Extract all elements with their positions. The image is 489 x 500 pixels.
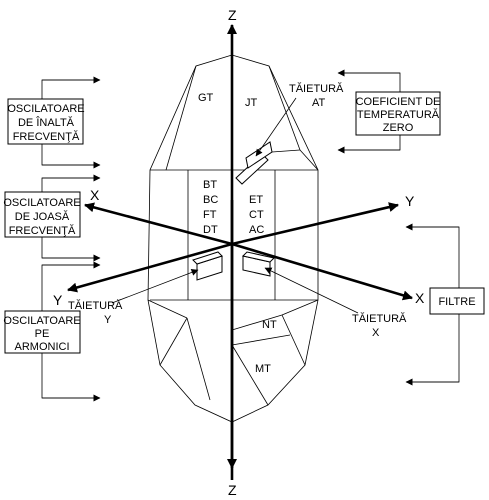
y-cut-title-label: TĂIETURĂ [68,299,123,312]
filters-box [429,287,485,315]
x-axis-right [231,242,413,301]
at-label: AT [312,97,326,109]
bc-label: BC [203,194,218,206]
harmonic-line3: ARMONICI [15,341,70,353]
temp-coef-box [355,91,441,136]
x-cut-label: X [372,327,380,339]
low-freq-line2: DE JOASĂ [15,210,70,223]
x-cut-plate [242,251,275,277]
x-cut-title-label: TĂIETURĂ [352,312,407,325]
high-freq-line1: OSCILATOARE [7,103,84,115]
mt-label: MT [255,363,271,375]
z-top-label: Z [228,7,237,23]
high-freq-line3: FRECVENŢĂ [13,130,80,143]
nt-label: NT [262,319,277,331]
y-axis-left [67,242,233,293]
ct-label: CT [249,209,264,221]
harmonic-line2: PE [35,328,50,340]
temp-coef-line2: TEMPERATURĂ [357,108,440,121]
x-axis-left [84,202,233,246]
y-axis-right [231,202,399,246]
low-freq-box [4,191,81,238]
y-right-label: Y [405,193,415,209]
temp-coef-line3: ZERO [383,122,414,134]
at-title-label: TĂIETURĂ [289,82,344,95]
x-cut-pointer [264,267,359,314]
y-cut-pointer [111,269,199,304]
high-freq-line2: DE ÎNALTĂ [18,116,75,129]
et-label: ET [249,194,263,206]
at-pointer [255,97,297,157]
high-freq-box [7,98,84,145]
y-cut-plate [192,251,223,281]
at-cut-plate [235,141,319,185]
x-right-label: X [415,290,425,306]
harmonic-line1: OSCILATOARE [3,315,80,327]
y-left-label: Y [53,292,63,308]
x-left-label: X [90,187,100,203]
dt-label: DT [203,224,218,236]
jt-label: JT [245,97,258,109]
harmonic-box [4,310,81,354]
temp-coef-line1: COEFICIENT DE [356,96,441,108]
gt-label: GT [198,92,214,104]
ft-label: FT [203,209,217,221]
low-freq-line1: OSCILATOARE [3,197,80,209]
z-bottom-label: Z [228,482,237,498]
ac-label: AC [249,224,264,236]
bt-label: BT [203,179,217,191]
filters-label: FILTRE [438,296,475,308]
low-freq-line3: FRECVENŢĂ [9,224,76,237]
y-cut-label: Y [104,314,112,326]
